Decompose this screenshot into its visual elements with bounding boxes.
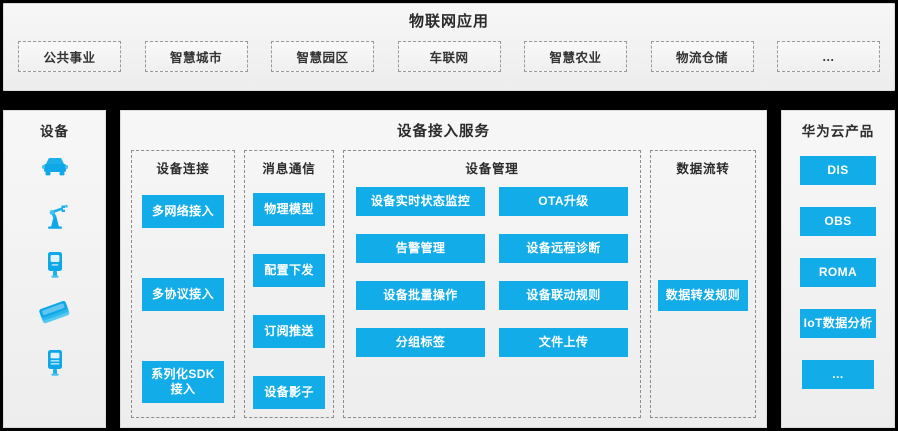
application-chip[interactable]: 物流仓储 [650,41,754,72]
robot-arm-icon [38,199,72,233]
tile-device-shadow[interactable]: 设备影子 [253,376,325,409]
tile-config-delivery[interactable]: 配置下发 [253,254,325,287]
tile-iot-data-analytics[interactable]: IoT数据分析 [800,309,876,338]
solar-panel-icon [38,297,72,331]
tile-multi-protocol-access[interactable]: 多协议接入 [142,278,224,311]
iot-applications-title: 物联网应用 [408,13,489,30]
group-device-management: 设备管理 设备实时状态监控 OTA升级 告警管理 设备远程诊断 设备批量操作 设… [343,150,641,418]
tile-file-upload[interactable]: 文件上传 [499,328,628,357]
tile-alarm-management[interactable]: 告警管理 [356,234,485,263]
device-access-service-title: 设备接入服务 [397,124,490,140]
group-device-connection-tiles: 多网络接入 多协议接入 系列化SDK接入 [132,187,234,417]
application-chip[interactable]: 公共事业 [18,41,121,72]
huawei-cloud-products-panel: 华为云产品 DIS OBS ROMA IoT数据分析 … [781,110,895,428]
tile-serialized-sdk-access[interactable]: 系列化SDK接入 [142,361,224,403]
tile-more-products[interactable]: … [802,360,874,389]
iot-applications-list: 公共事业 智慧城市 智慧园区 车联网 智慧农业 物流仓储 … [4,41,894,72]
application-chip[interactable]: 智慧城市 [144,41,248,72]
tile-obs[interactable]: OBS [800,207,876,236]
group-message-communication: 消息通信 物理模型 配置下发 订阅推送 设备影子 [244,150,334,418]
application-chip-label: 车联网 [429,51,469,65]
devices-title: 设备 [40,124,69,139]
group-data-flow-tiles: 数据转发规则 [651,187,755,417]
tile-subscription-push[interactable]: 订阅推送 [253,315,325,348]
application-chip-label: … [822,49,835,64]
tile-remote-diagnosis[interactable]: 设备远程诊断 [499,234,628,263]
tile-ota-upgrade[interactable]: OTA升级 [499,187,628,216]
group-data-flow: 数据流转 数据转发规则 [650,150,756,418]
car-icon [38,150,72,184]
tile-roma[interactable]: ROMA [800,258,876,287]
tile-group-tags[interactable]: 分组标签 [356,328,485,357]
application-chip[interactable]: 智慧农业 [524,41,627,72]
service-groups: 设备连接 多网络接入 多协议接入 系列化SDK接入 消息通信 物理模型 配置下发… [131,150,756,418]
application-chip-label: 智慧农业 [549,51,602,65]
gas-meter-icon [38,248,72,282]
application-chip-label: 物流仓储 [675,51,728,65]
huawei-cloud-products-title: 华为云产品 [801,124,875,139]
group-message-communication-title: 消息通信 [262,162,316,176]
application-chip-more[interactable]: … [777,41,880,72]
group-message-communication-tiles: 物理模型 配置下发 订阅推送 设备影子 [245,187,333,417]
group-device-management-tiles: 设备实时状态监控 OTA升级 告警管理 设备远程诊断 设备批量操作 设备联动规则… [344,185,640,367]
devices-panel: 设备 [3,110,106,428]
huawei-cloud-products-list: DIS OBS ROMA IoT数据分析 … [782,156,894,389]
group-device-connection-title: 设备连接 [156,162,210,176]
group-device-connection: 设备连接 多网络接入 多协议接入 系列化SDK接入 [131,150,235,418]
group-device-management-title: 设备管理 [465,162,519,176]
device-access-service-panel: 设备接入服务 设备连接 多网络接入 多协议接入 系列化SDK接入 消息通信 物理… [120,110,767,428]
application-chip-label: 智慧城市 [169,51,222,65]
tile-multi-network-access[interactable]: 多网络接入 [142,195,224,228]
electric-meter-icon [38,346,72,380]
group-data-flow-title: 数据流转 [676,162,730,176]
tile-physical-model[interactable]: 物理模型 [253,193,325,226]
tile-device-linkage-rules[interactable]: 设备联动规则 [499,281,628,310]
application-chip-label: 公共事业 [43,51,96,65]
application-chip-label: 智慧园区 [296,51,349,65]
tile-batch-operation[interactable]: 设备批量操作 [356,281,485,310]
tile-data-forwarding-rules[interactable]: 数据转发规则 [658,279,748,311]
tile-dis[interactable]: DIS [800,156,876,185]
tile-realtime-status-monitoring[interactable]: 设备实时状态监控 [356,187,485,216]
application-chip[interactable]: 智慧园区 [271,41,374,72]
iot-applications-panel: 物联网应用 公共事业 智慧城市 智慧园区 车联网 智慧农业 物流仓储 … [3,3,895,91]
application-chip[interactable]: 车联网 [397,41,501,72]
devices-icon-list [4,150,105,380]
